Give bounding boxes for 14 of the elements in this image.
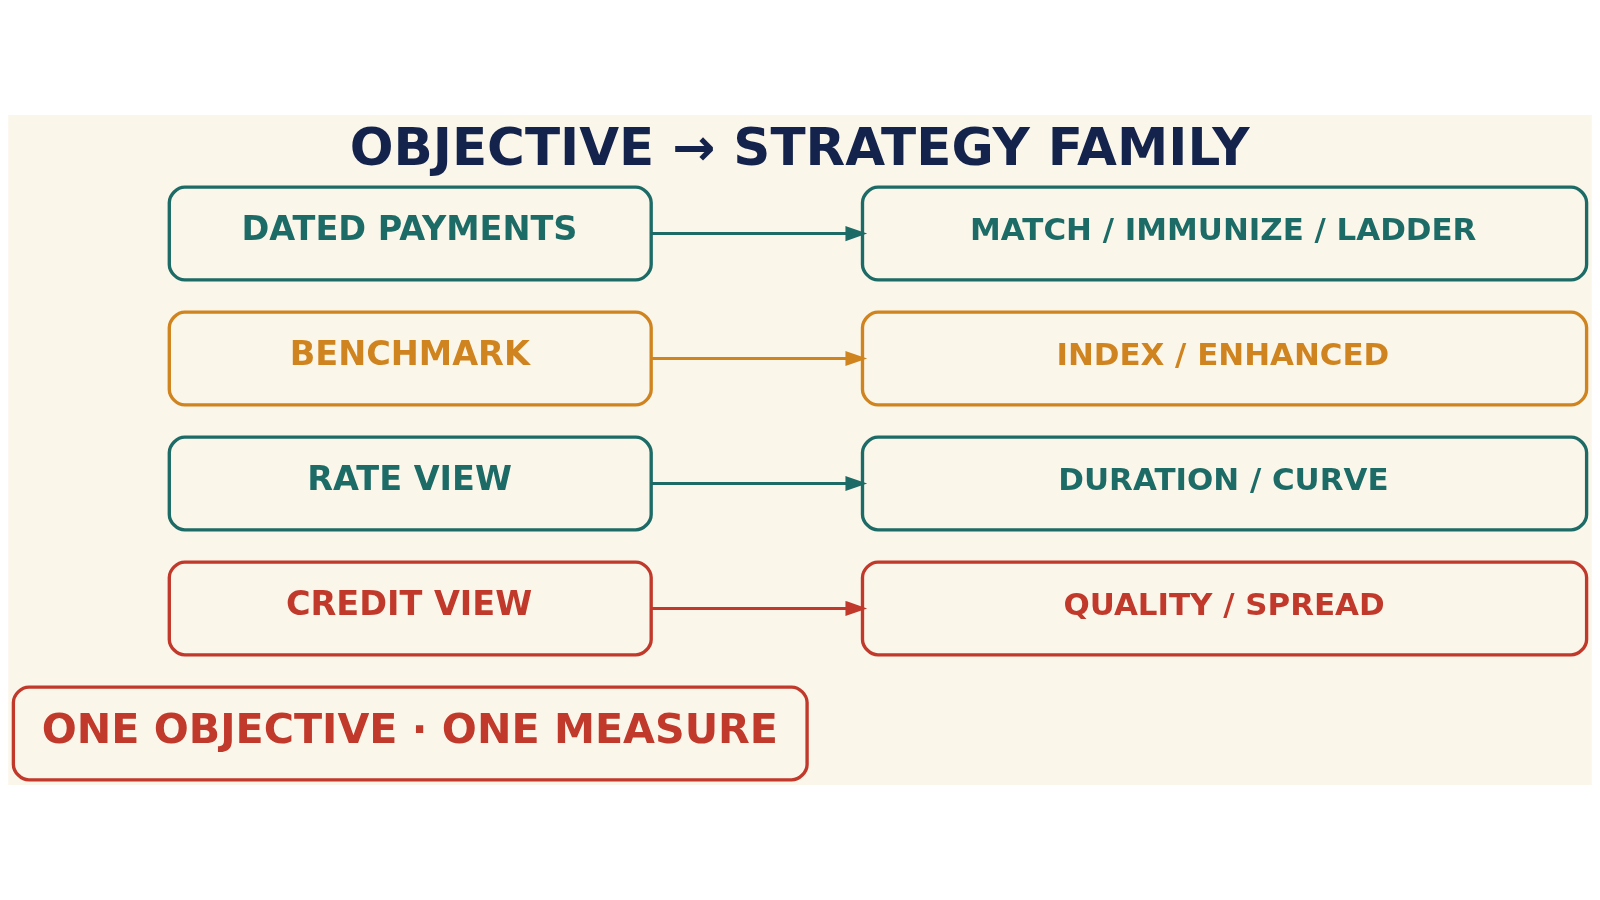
node-box: MATCH / IMMUNIZE / LADDER	[860, 185, 1589, 282]
node-box: INDEX / ENHANCED	[860, 310, 1589, 407]
arrow	[651, 225, 868, 242]
node-box: DURATION / CURVE	[860, 435, 1589, 532]
node-box: RATE VIEW	[167, 435, 653, 532]
node-box: QUALITY / SPREAD	[860, 560, 1589, 657]
arrow	[651, 475, 868, 492]
arrow	[651, 600, 868, 617]
arrow	[651, 350, 868, 367]
node-box: DATED PAYMENTS	[167, 185, 653, 282]
node-box: BENCHMARK	[167, 310, 653, 407]
diagram-title: OBJECTIVE → STRATEGY FAMILY	[349, 117, 1250, 178]
node-box: CREDIT VIEW	[167, 560, 653, 657]
node-box: ONE OBJECTIVE · ONE MEASURE	[11, 685, 809, 782]
